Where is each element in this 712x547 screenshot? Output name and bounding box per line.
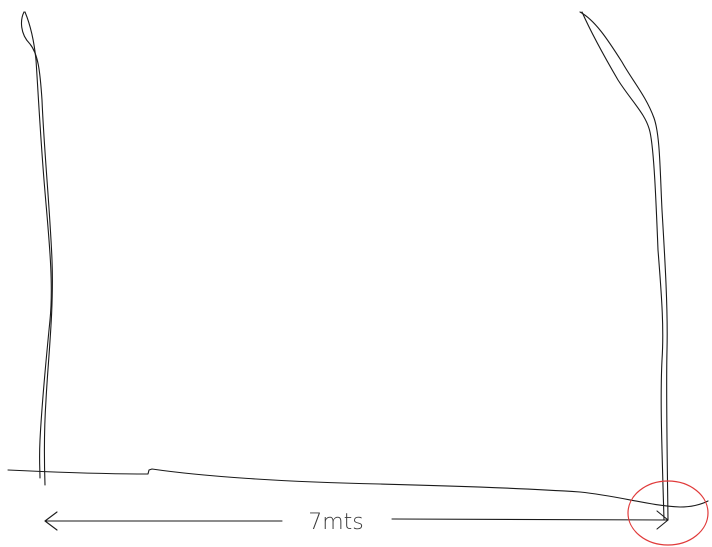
dimension-arrow-left [44,511,283,531]
left-wall [20,11,53,486]
right-wall [579,11,669,521]
dimension-label: 7mts [308,510,364,535]
dimension-arrow-right [391,510,669,530]
ground-line [7,468,709,508]
highlight-circle [627,480,709,546]
